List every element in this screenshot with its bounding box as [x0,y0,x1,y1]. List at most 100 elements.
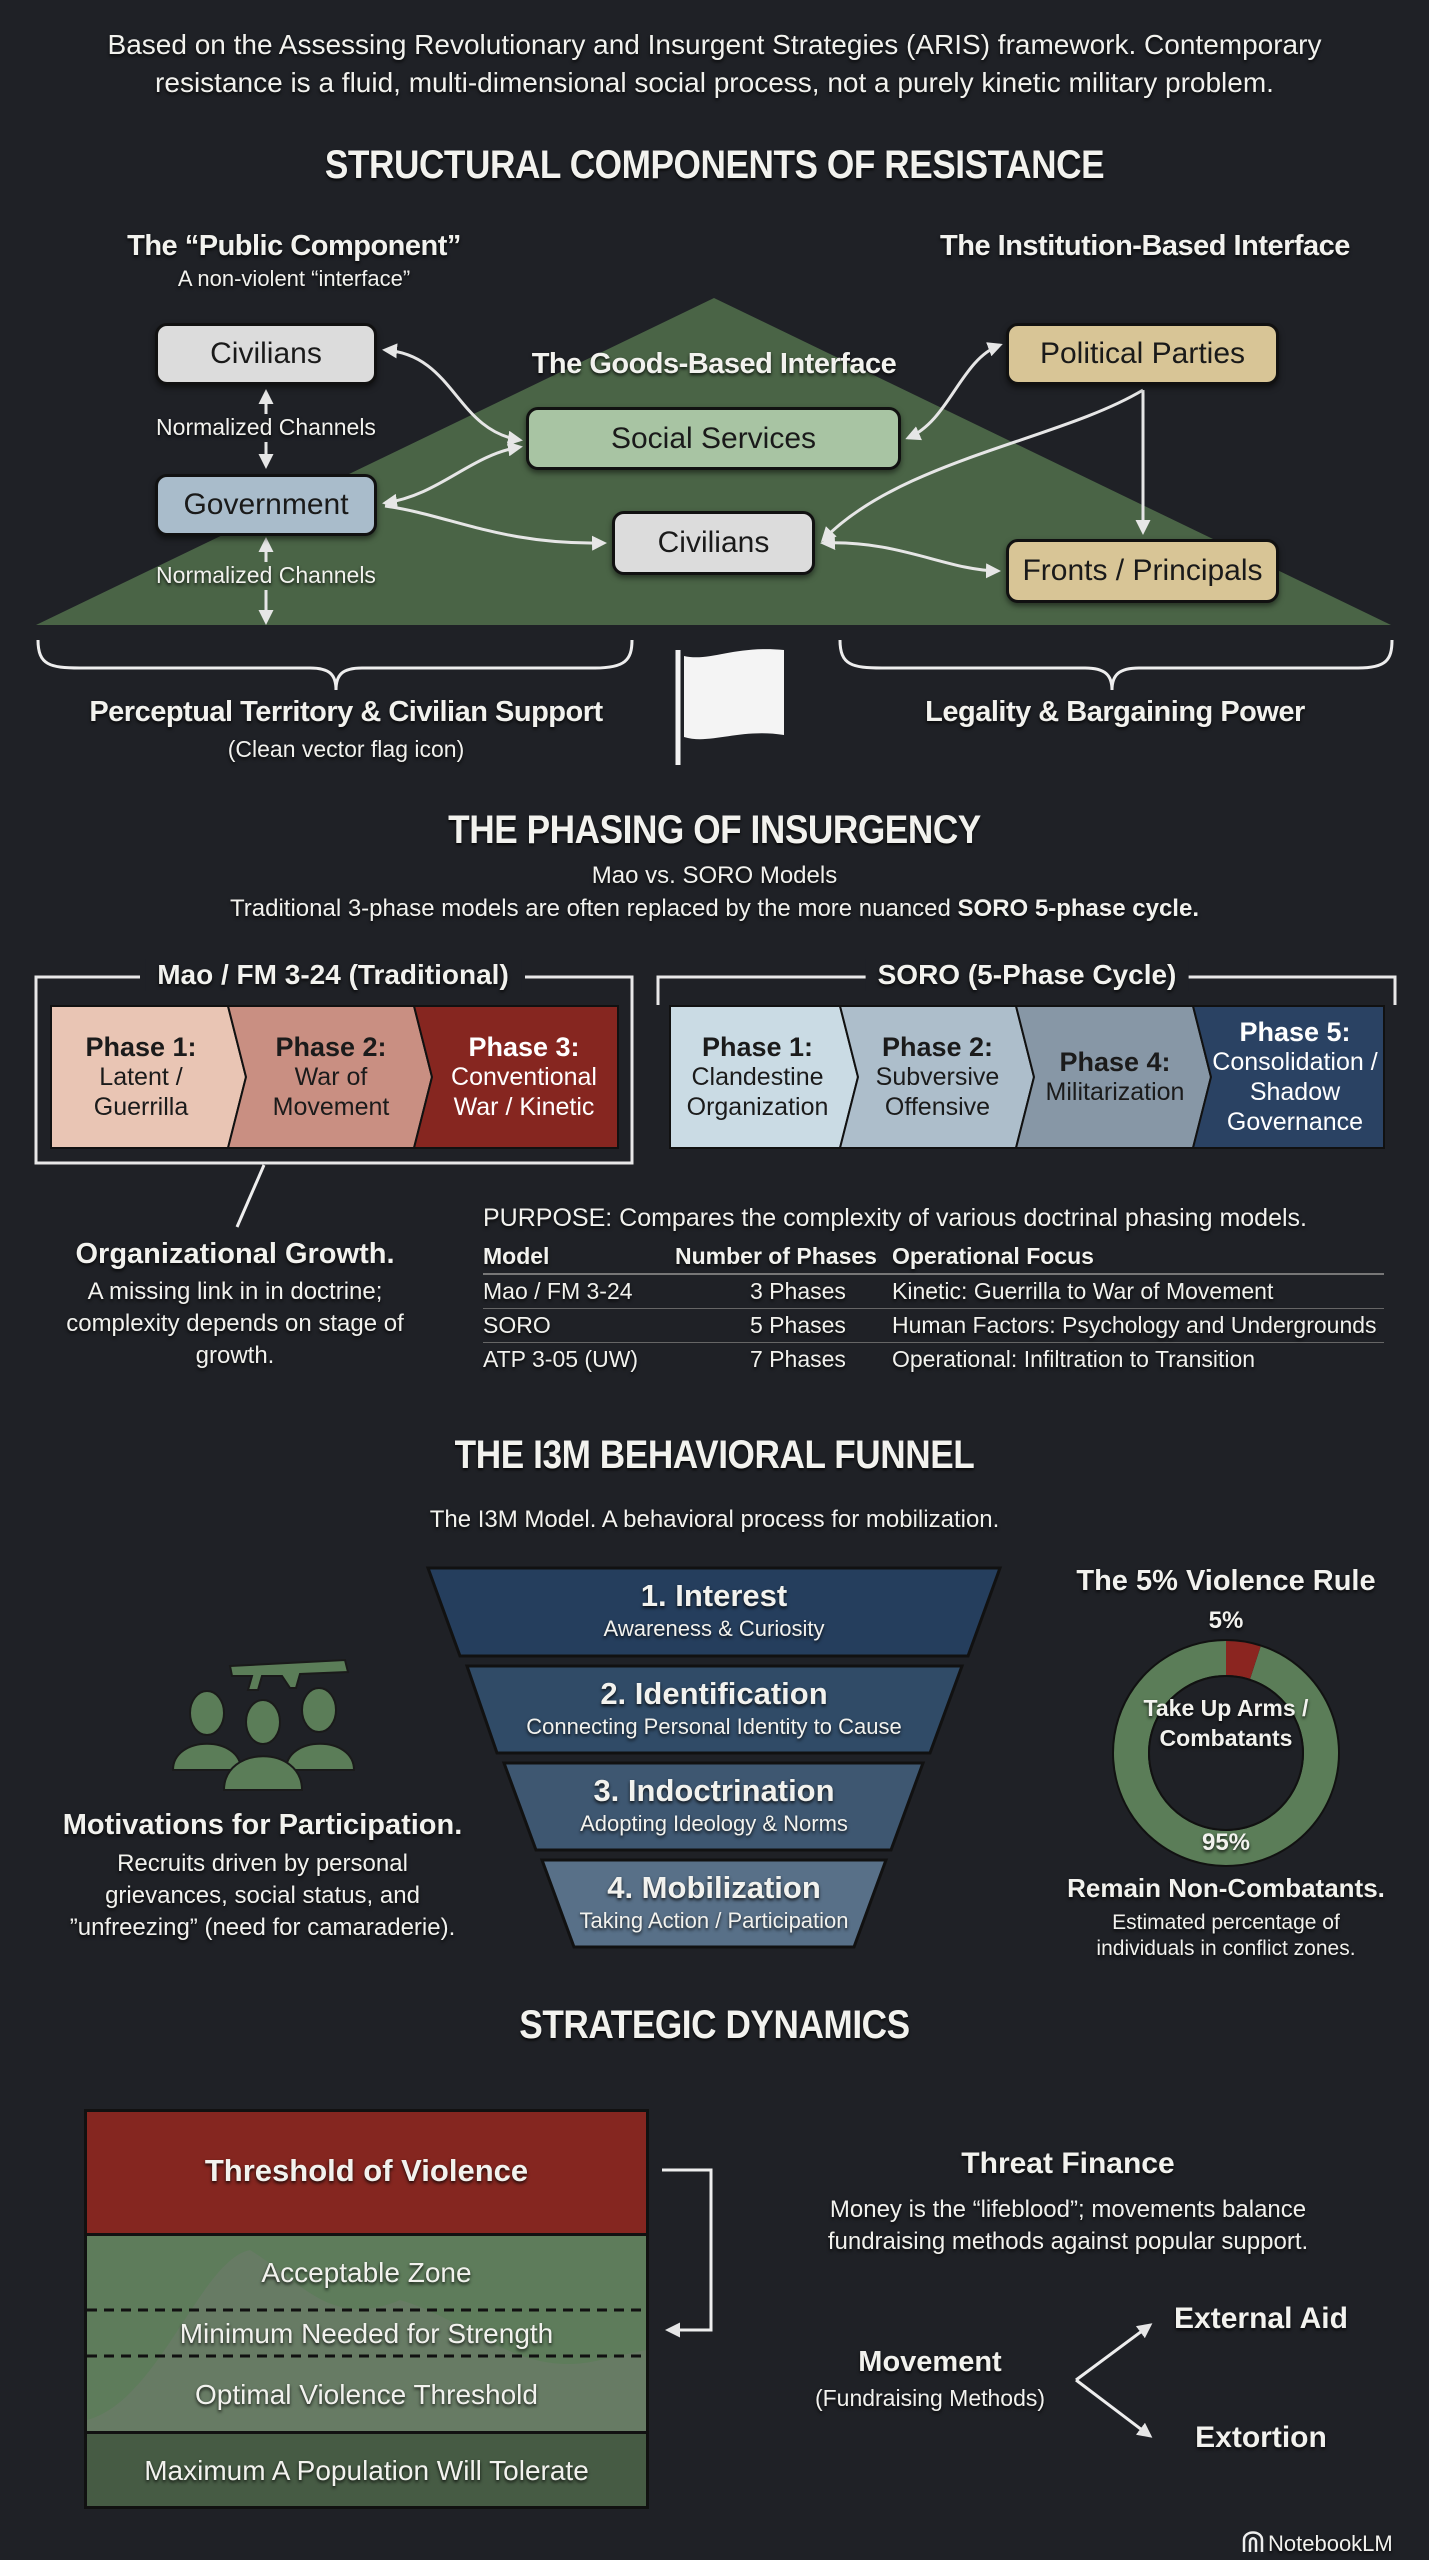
stage-title: 2. Identification [600,1676,828,1711]
flag-icon [675,649,784,765]
i3m-funnel [425,1566,1003,1949]
violence-rule-title: The 5% Violence Rule [1076,1565,1376,1597]
node-fronts-principals: Fronts / Principals [1006,539,1279,603]
strategic-title: STRATEGIC DYNAMICS [519,2003,910,2047]
soro-phase-5: Phase 5:Consolidation / Shadow Governanc… [1205,1006,1385,1148]
table-header-row: Model Number of Phases Operational Focus [483,1240,1384,1275]
optimal-threshold-label: Optimal Violence Threshold [195,2379,538,2410]
perceptual-territory-label: Perceptual Territory & Civilian Support [89,696,603,728]
stage-text: Awareness & Curiosity [603,1616,825,1641]
cell-phases: 3 Phases [675,1274,892,1309]
cell-focus: Operational: Infiltration to Transition [892,1346,1256,1372]
relationship-arrows [258,342,1151,625]
normalized-channels-label: Normalized Channels [156,414,376,440]
combatant-percent: 5% [1208,1607,1244,1634]
phase-title: Phase 1: [85,1032,197,1062]
violence-rule-note: Estimated percentage of individuals in c… [1096,1911,1356,1960]
phase-text: Conventional War / Kinetic [451,1063,597,1121]
phasing-models-table: Model Number of Phases Operational Focus… [483,1240,1384,1376]
mao-chevrons [50,1005,619,1149]
maximum-tolerance-label: Maximum A Population Will Tolerate [144,2455,589,2486]
normalized-channels-label: Normalized Channels [156,562,376,588]
movement-label: Movement [858,2346,1002,2378]
phasing-lead-text: Traditional 3-phase models are often rep… [230,895,958,922]
mao-model-label: Mao / FM 3-24 (Traditional) [145,959,521,991]
combatant-label: Take Up Arms / Combatants [1143,1695,1309,1751]
motivations-title: Motivations for Participation. [62,1809,463,1841]
table-row: SORO 5 Phases Human Factors: Psychology … [483,1308,1384,1343]
stage-text: Taking Action / Participation [579,1908,849,1933]
phase-title: Phase 2: [881,1032,994,1062]
phase-text: Consolidation / Shadow Governance [1212,1048,1378,1136]
node-government: Government [155,474,377,536]
notebooklm-logo-icon [1242,2531,1264,2552]
phasing-subtitle: Mao vs. SORO Models [591,862,838,889]
funnel-subtitle: The I3M Model. A behavioral process for … [429,1506,1000,1533]
mao-phase-2: Phase 2:War of Movement [246,1006,416,1148]
recruits-rifle-icon [171,1658,356,1791]
stage-text: Connecting Personal Identity to Cause [526,1714,902,1739]
cell-model: SORO [483,1308,675,1343]
public-component-subtitle: A non-violent “interface” [177,266,411,291]
column-header: Model [483,1240,675,1275]
public-component-title: The “Public Component” [127,230,461,262]
node-political-parties: Political Parties [1006,323,1279,385]
notebooklm-brand: NotebookLM [1268,2531,1393,2556]
purpose-text: PURPOSE: Compares the complexity of vari… [483,1204,1307,1232]
stage-title: 4. Mobilization [607,1870,821,1905]
threat-finance-text: Money is the “lifeblood”; movements bala… [827,2196,1309,2255]
cell-phases: 7 Phases [750,1346,846,1372]
table-row: ATP 3-05 (UW) 7 Phases Operational: Infi… [483,1343,1384,1377]
column-header: Operational Focus [892,1240,1384,1275]
noncombatant-label: Remain Non-Combatants. [1067,1873,1385,1903]
right-brace [838,639,1394,691]
donut-slice-combatant [1114,1641,1338,1865]
phase-text: Militarization [1045,1078,1185,1106]
phase-title: Phase 1: [701,1032,814,1062]
mao-phase-3: Phase 3:Conventional War / Kinetic [430,1006,618,1148]
mao-phase-1: Phase 1:Latent / Guerrilla [56,1006,226,1148]
cell-model: ATP 3-05 (UW) [483,1346,639,1372]
phasing-title: THE PHASING OF INSURGENCY [448,808,981,852]
phase-text: Clandestine Organization [686,1063,829,1121]
intro-text: Based on the Assessing Revolutionary and… [107,29,1322,98]
legality-label: Legality & Bargaining Power [925,696,1305,728]
goods-interface-title: The Goods-Based Interface [531,348,897,380]
phasing-lead: Traditional 3-phase models are often rep… [0,895,1429,923]
mao-frame [34,975,634,1165]
cell-focus: Kinetic: Guerrilla to War of Movement [892,1274,1384,1309]
threshold-stack [84,2109,649,2509]
threat-finance-title: Threat Finance [961,2147,1175,2180]
soro-frame [656,975,1397,1005]
external-aid-label: External Aid [1174,2302,1348,2335]
soro-chevrons [669,1005,1385,1149]
stage-text: Adopting Ideology & Norms [580,1811,848,1836]
soro-model-label: SORO (5-Phase Cycle) [865,959,1189,991]
cell-phases: 5 Phases [675,1308,892,1343]
noncombatant-percent: 95% [1201,1829,1251,1856]
minimum-strength-label: Minimum Needed for Strength [179,2318,554,2349]
flag-icon-caption: (Clean vector flag icon) [227,736,465,762]
motivations-text: Recruits driven by personal grievances, … [69,1850,456,1941]
threshold-of-violence-label: Threshold of Violence [204,2153,529,2188]
node-civilians-public: Civilians [155,323,377,385]
growth-text: A missing link in in doctrine; complexit… [66,1278,404,1369]
growth-title: Organizational Growth. [75,1238,395,1270]
phase-title: Phase 3: [468,1032,580,1062]
phasing-lead-emphasis: SORO 5-phase cycle. [957,895,1199,922]
phase-title: Phase 4: [1059,1047,1171,1077]
threshold-bracket-arrow [662,2168,713,2338]
donut-slice-noncombatant [1114,1641,1338,1865]
phase-title: Phase 2: [275,1032,387,1062]
stage-title: 1. Interest [640,1578,788,1613]
structural-title: STRUCTURAL COMPONENTS OF RESISTANCE [324,143,1105,187]
phase-text: Latent / Guerrilla [93,1063,189,1121]
violence-rule-donut [1112,1639,1340,1867]
acceptable-zone-label: Acceptable Zone [261,2257,472,2288]
cell-model: Mao / FM 3-24 [483,1274,675,1309]
finance-arrows [1075,2323,1153,2438]
left-brace [36,639,634,691]
extortion-label: Extortion [1195,2421,1327,2454]
